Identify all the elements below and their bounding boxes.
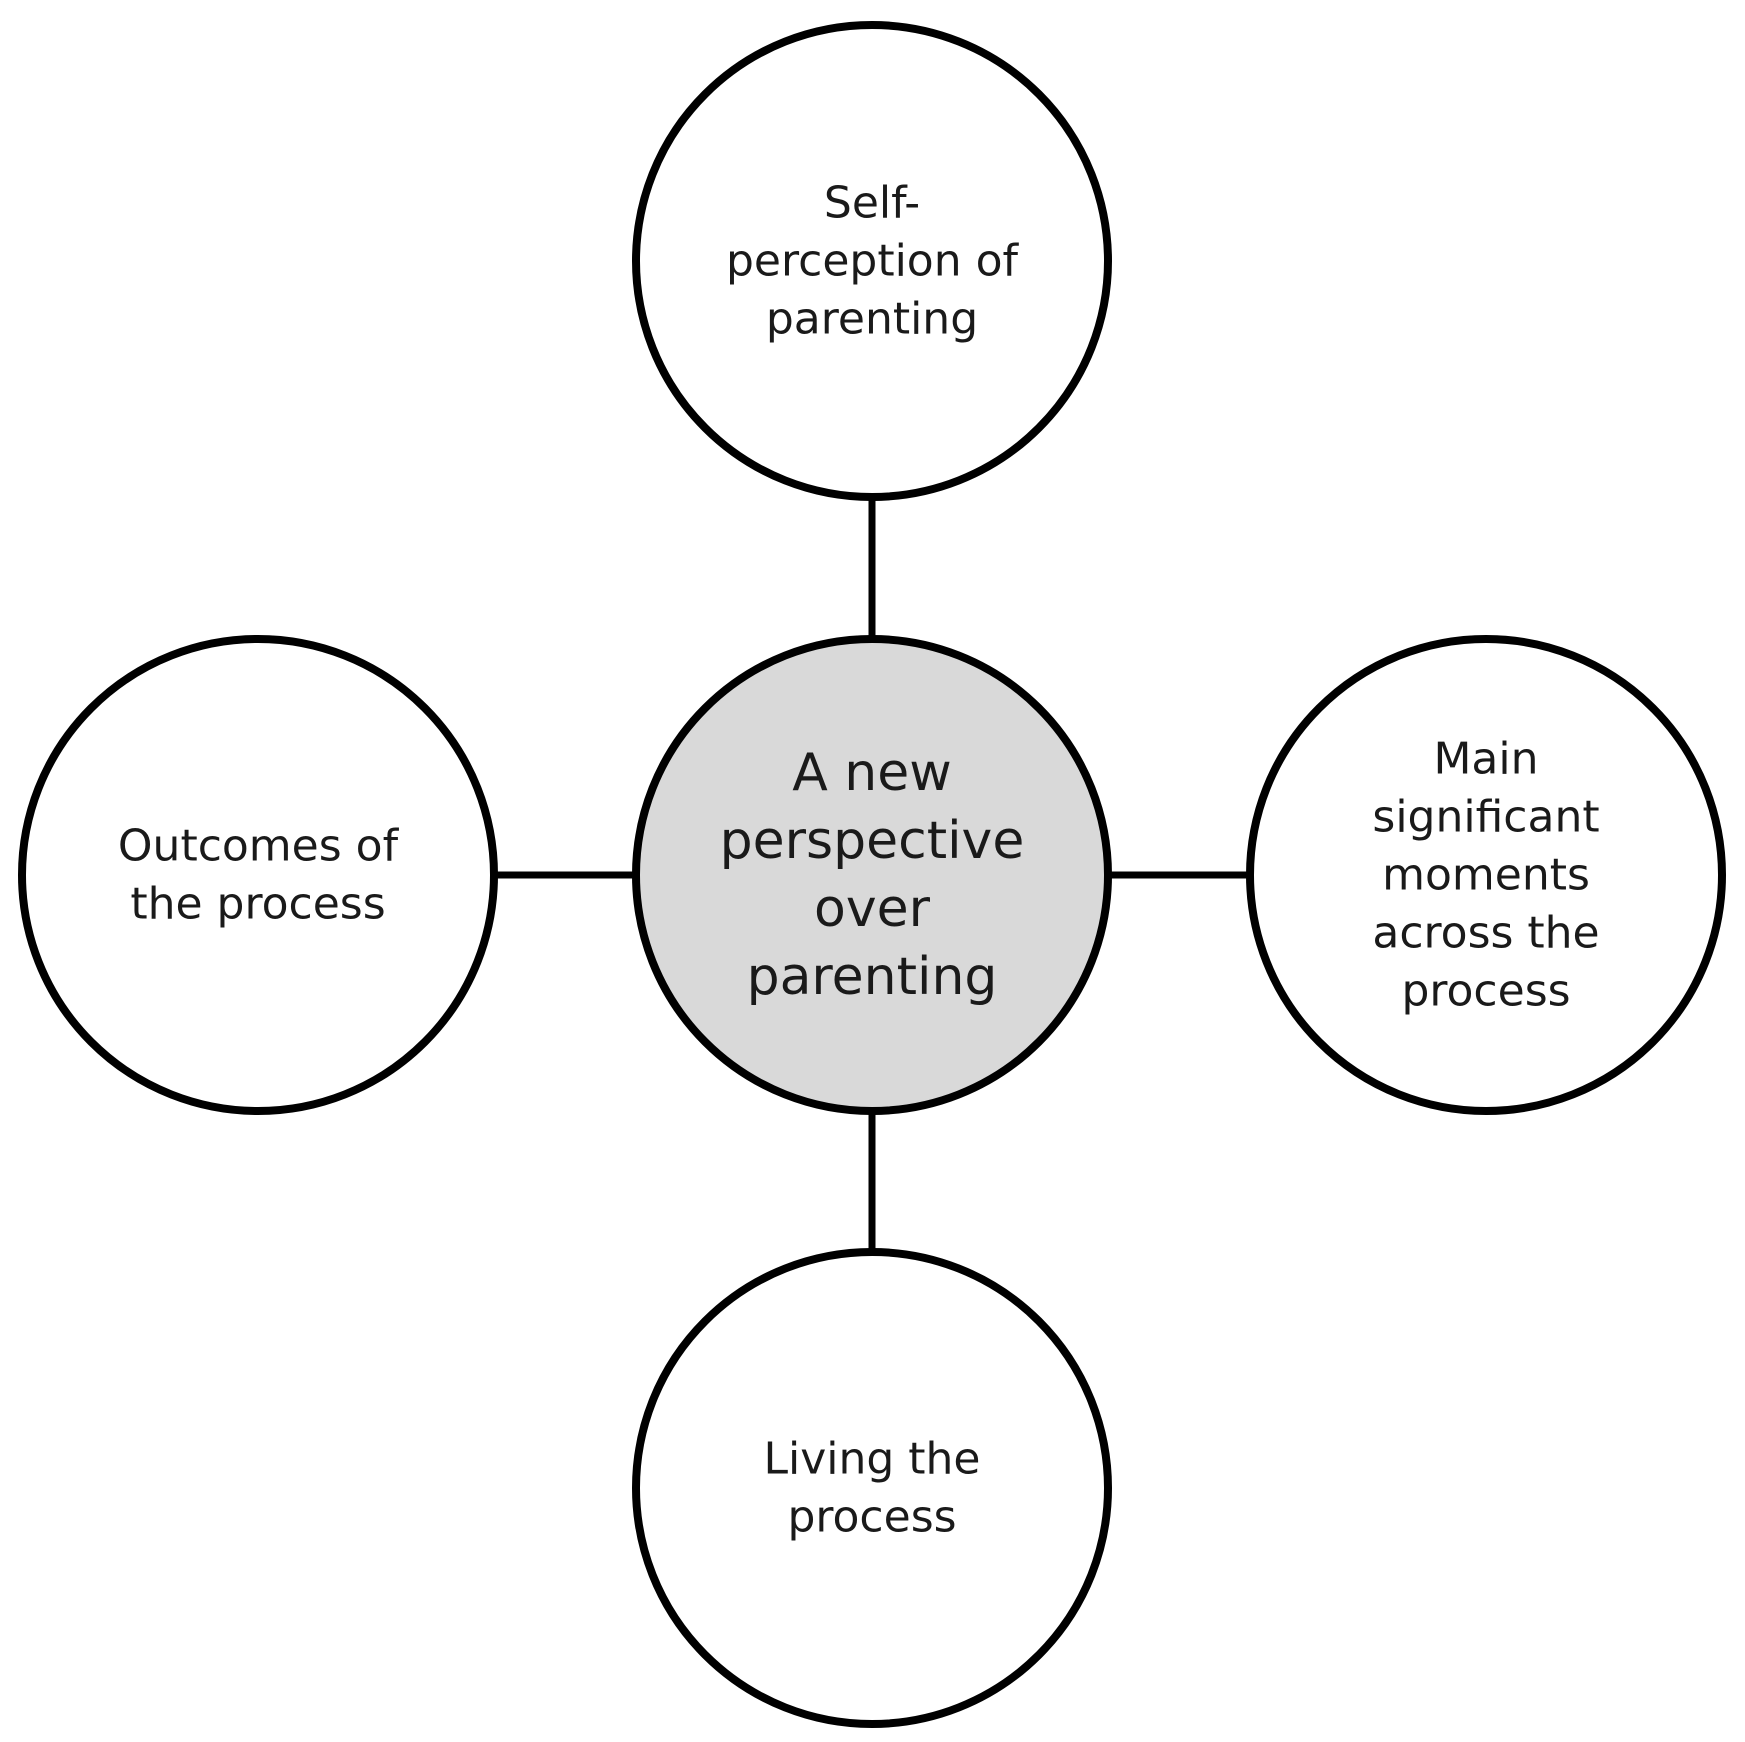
node-top: Self-perception of parenting xyxy=(632,21,1112,501)
node-bottom-label-line: Living the xyxy=(763,1434,980,1485)
node-top-label-line: perception of xyxy=(726,236,1020,287)
node-right-circle xyxy=(1246,635,1726,1115)
node-center-label-line: perspective xyxy=(720,811,1025,871)
node-center-label-line: A new xyxy=(792,743,952,803)
node-left: Outcomes of the process xyxy=(18,635,498,1115)
node-bottom: Living the process xyxy=(632,1248,1112,1728)
node-top-label-line: Self- xyxy=(824,178,920,229)
node-top-label: Self-perception of parenting xyxy=(726,178,1020,345)
node-center-label-line: over xyxy=(814,879,931,939)
node-right-label-line: significant xyxy=(1372,792,1599,843)
node-left-circle xyxy=(18,635,498,1115)
node-center: A new perspective over parenting xyxy=(632,635,1112,1115)
node-bottom-circle xyxy=(632,1248,1112,1728)
node-center-label-line: parenting xyxy=(747,947,998,1007)
node-right-label-line: Main xyxy=(1433,734,1538,785)
node-bottom-label: Living the process xyxy=(763,1434,980,1543)
node-bottom-label-line: process xyxy=(787,1492,956,1543)
node-right-label: Main significant moments across the process xyxy=(1372,734,1599,1017)
node-center-circle xyxy=(632,635,1112,1115)
node-left-label-line: Outcomes of xyxy=(118,821,400,872)
node-right: Main significant moments across the process xyxy=(1246,635,1726,1115)
node-right-label-line: moments xyxy=(1382,850,1590,901)
node-center-label: A new perspective over parenting xyxy=(720,743,1025,1007)
node-right-label-line: process xyxy=(1401,966,1570,1017)
node-left-label-line: the process xyxy=(130,879,385,930)
node-top-circle xyxy=(632,21,1112,501)
node-left-label: Outcomes of the process xyxy=(118,821,400,930)
node-top-label-line: parenting xyxy=(766,294,978,345)
node-right-label-line: across the xyxy=(1372,908,1599,959)
